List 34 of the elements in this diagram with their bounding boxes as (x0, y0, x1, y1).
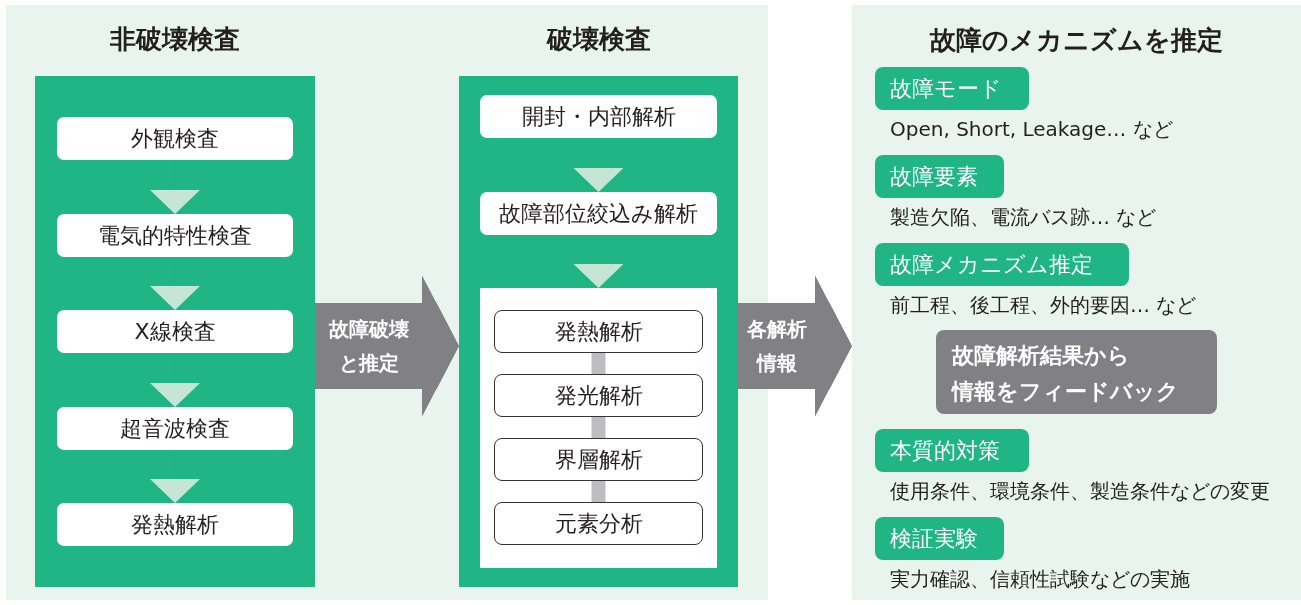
process-box: 故障部位絞込み解析 (480, 192, 717, 235)
block-arrow (315, 275, 459, 417)
panel (480, 288, 717, 568)
process-box: 発熱解析 (494, 310, 703, 353)
category-tag: 故障要素 (875, 155, 1004, 198)
description-text: 前工程、後工程、外的要因… など (890, 292, 1197, 319)
description-text: 製造欠陥、電流バス跡… など (890, 204, 1157, 231)
process-box: 発光解析 (494, 374, 703, 417)
process-box: 界層解析 (494, 438, 703, 481)
arrow-label: 各解析情報 (745, 316, 808, 377)
panel (852, 5, 1301, 600)
description-text: Open, Short, Leakage… など (890, 116, 1173, 143)
process-box: 電気的特性検査 (57, 214, 293, 257)
arrow-label: 故障破壊と推定 (327, 316, 410, 377)
column-heading: 非破壊検査 (109, 23, 241, 56)
process-box: 外観検査 (57, 117, 293, 160)
process-box: 開封・内部解析 (480, 95, 717, 138)
process-box: X線検査 (57, 310, 293, 353)
category-tag: 故障メカニズム推定 (875, 243, 1129, 286)
description-text: 使用条件、環境条件、製造条件などの変更 (890, 478, 1270, 505)
connector-line (591, 481, 606, 502)
category-tag: 本質的対策 (875, 429, 1029, 472)
process-box: 超音波検査 (57, 407, 293, 450)
column-heading: 故障のメカニズムを推定 (928, 24, 1224, 57)
connector-line (591, 417, 606, 438)
feedback-box: 故障解析結果から情報をフィードバック (936, 330, 1217, 414)
category-tag: 故障モード (875, 67, 1029, 110)
connector-line (591, 353, 606, 374)
process-box: 発熱解析 (57, 503, 293, 546)
block-arrow (738, 275, 852, 417)
category-tag: 検証実験 (875, 517, 1004, 560)
process-box: 元素分析 (494, 502, 703, 545)
column-heading: 破壊検査 (545, 23, 652, 56)
description-text: 実力確認、信頼性試験などの実施 (890, 566, 1190, 593)
